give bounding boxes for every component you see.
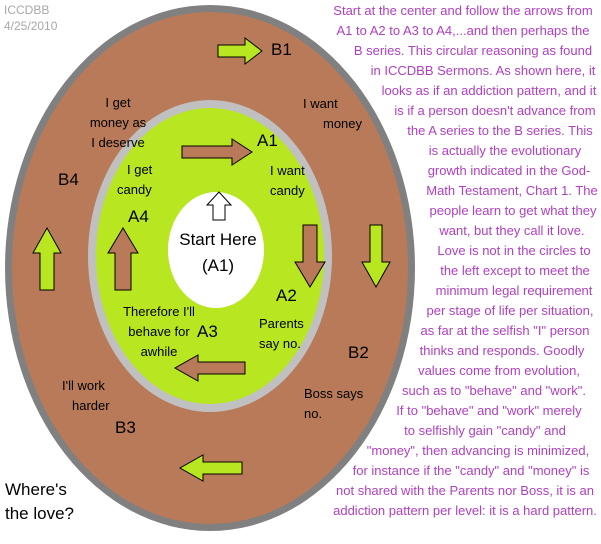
paragraph-line: addiction pattern per level: it is a har… xyxy=(333,503,597,518)
phrase-line: awhile xyxy=(140,344,178,359)
author-date: ICCDBB 4/25/2010 xyxy=(4,2,57,34)
phrase-line: I'll work xyxy=(62,378,105,393)
phrase-line: Parents xyxy=(259,316,304,331)
phrase-line: I get xyxy=(105,95,131,110)
paragraph-line: is if a person doesn't advance from xyxy=(394,103,596,118)
paragraph-line: looks as if an addiction pattern, and it xyxy=(381,83,597,98)
start-line1: Start Here xyxy=(179,230,257,249)
phrase-b1: I want money xyxy=(303,94,362,134)
label-a2: A2 xyxy=(276,286,297,305)
arrow-a3-left xyxy=(173,354,246,382)
phrase-line: money as xyxy=(89,115,147,130)
phrase-line: Therefore I'll xyxy=(123,304,195,319)
paragraph-line: the left except to meet the xyxy=(440,263,590,278)
paragraph-line: Love is not in the circles to xyxy=(437,243,591,258)
paragraph-line: Start at the center and follow the arrow… xyxy=(333,3,593,18)
paragraph-line: to selfishly gain "candy" and xyxy=(404,423,566,438)
phrase-line: money xyxy=(323,116,363,131)
label-b1: B1 xyxy=(271,40,292,59)
paragraph-line: in ICCDBB Sermons. As shown here, it xyxy=(370,63,596,78)
paragraph-line: "money", then advancing is minimized, xyxy=(366,443,590,458)
paragraph-line: values come from evolution, xyxy=(418,363,580,378)
paragraph-line: the A series to the B series. This xyxy=(407,123,593,138)
phrase-a3: Therefore I'll behave for awhile xyxy=(112,302,206,362)
paragraph-line: such as to "behave" and "work". xyxy=(402,383,586,398)
phrase-line: Boss says xyxy=(304,386,364,401)
paragraph-line: for instance if the "candy" and "money" … xyxy=(352,463,590,478)
start-here: Start Here (A1) xyxy=(168,227,268,279)
author: ICCDBB xyxy=(4,3,50,17)
paragraph-line: thinks and responds. Goodly xyxy=(419,343,585,358)
paragraph-line: want, but they call it love. xyxy=(439,223,585,238)
phrase-line: no. xyxy=(304,406,323,421)
label-b3: B3 xyxy=(115,418,136,437)
paragraph-line: growth indicated in the God- xyxy=(427,163,591,178)
start-line2: (A1) xyxy=(201,256,235,275)
paragraph-line: B series. This circular reasoning as fou… xyxy=(353,43,593,58)
phrase-line: say no. xyxy=(259,336,301,351)
paragraph-line: If to "behave" and "work" merely xyxy=(396,403,582,418)
phrase-a2: Parents say no. xyxy=(259,314,304,354)
phrase-a4: I get candy xyxy=(117,160,153,200)
center-start xyxy=(168,192,264,308)
phrase-line: I deserve xyxy=(91,135,145,150)
question-line: the love? xyxy=(5,504,74,523)
start-arrow-up xyxy=(205,191,233,221)
label-b4: B4 xyxy=(58,170,79,189)
paragraph-line: A1 to A2 to A3 to A4,...and then perhaps… xyxy=(336,23,590,38)
wheres-the-love: Where's the love? xyxy=(5,478,74,526)
arrow-b2-down xyxy=(361,224,391,289)
paragraph-line: Math Testament, Chart 1. The xyxy=(426,183,598,198)
phrase-line: candy xyxy=(117,182,152,197)
phrase-line: I want xyxy=(270,163,305,178)
label-a1: A1 xyxy=(257,131,278,150)
phrase-line: I want xyxy=(303,96,338,111)
phrase-line: behave for xyxy=(128,324,190,339)
phrase-a1: I want candy xyxy=(270,161,305,201)
label-a3: A3 xyxy=(197,322,218,341)
arrow-a2-down xyxy=(294,224,326,288)
paragraph-line: as far at the selfish "I" person xyxy=(420,323,590,338)
phrase-b2: Boss says no. xyxy=(304,384,363,424)
label-b2: B2 xyxy=(348,343,369,362)
label-a4: A4 xyxy=(128,207,149,226)
paragraph-line: per stage of life per situation, xyxy=(426,303,594,318)
arrow-a4-up xyxy=(107,227,139,291)
phrase-line: harder xyxy=(72,398,110,413)
question-line: Where's xyxy=(5,480,67,499)
arrow-a1-right xyxy=(181,138,253,166)
paragraph-line: is actually the evolutionary xyxy=(428,143,582,158)
paragraph-line: not shared with the Parents nor Boss, it… xyxy=(336,483,594,498)
phrase-b3: I'll work harder xyxy=(62,376,110,416)
phrase-line: I get xyxy=(127,162,153,177)
paragraph-line: minimum legal requirement xyxy=(435,283,593,298)
arrow-b1-right xyxy=(217,36,263,66)
phrase-b4: I get money as I deserve xyxy=(78,93,158,153)
date: 4/25/2010 xyxy=(4,19,58,33)
arrow-b3-left xyxy=(178,454,243,482)
paragraph-line: people learn to get what they xyxy=(429,203,597,218)
phrase-line: candy xyxy=(270,183,305,198)
arrow-b4-up xyxy=(32,226,62,291)
